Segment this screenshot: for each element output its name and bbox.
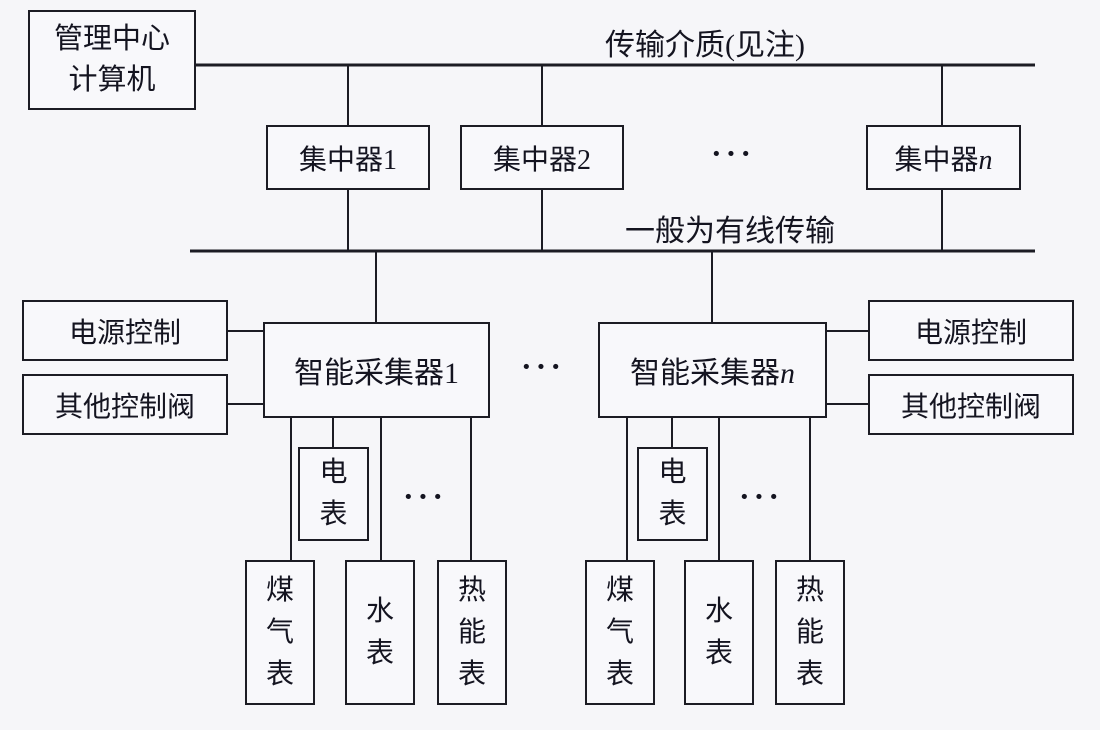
power-control-right-label: 电源控制 xyxy=(914,317,1027,349)
electric-meter-1-box: 电表 xyxy=(298,447,369,541)
heat-meter-2-label: 热能表 xyxy=(795,574,824,690)
concentrator-1-box: 集中器1 xyxy=(266,125,430,190)
electric-meter-1-label: 电表 xyxy=(319,457,348,530)
power-control-left-box: 电源控制 xyxy=(22,300,228,361)
concentrator-1-label: 集中器1 xyxy=(298,144,397,176)
other-valve-left-label: 其他控制阀 xyxy=(54,391,195,423)
other-valve-right-box: 其他控制阀 xyxy=(868,374,1074,435)
electric-meter-2-box: 电表 xyxy=(637,447,708,541)
water-meter-1-box: 水表 xyxy=(345,560,415,705)
collector-ellipsis: ··· xyxy=(520,348,565,384)
gas-meter-1-box: 煤气表 xyxy=(245,560,315,705)
management-center-label: 管理中心 计算机 xyxy=(53,23,170,96)
smart-collector-n-suffix: n xyxy=(780,357,795,390)
smart-collector-n-box: 智能采集器n xyxy=(598,322,827,418)
concentrator-n-label: 集中器n xyxy=(894,138,992,178)
power-control-left-label: 电源控制 xyxy=(68,317,181,349)
smart-collector-1-label: 智能采集器1 xyxy=(294,357,459,390)
other-valve-left-box: 其他控制阀 xyxy=(22,374,228,435)
heat-meter-1-box: 热能表 xyxy=(437,560,507,705)
smart-collector-n-prefix: 智能采集器 xyxy=(630,357,780,390)
other-valve-right-label: 其他控制阀 xyxy=(900,391,1041,423)
concentrator-n-prefix: 集中器 xyxy=(894,144,979,176)
gas-meter-1-label: 煤气表 xyxy=(265,574,294,690)
heat-meter-1-label: 热能表 xyxy=(457,574,486,690)
concentrator-ellipsis: ··· xyxy=(710,135,755,171)
transmission-medium-label: 传输介质(见注) xyxy=(605,29,805,62)
heat-meter-2-box: 热能表 xyxy=(775,560,845,705)
electric-meter-2-label: 电表 xyxy=(658,457,687,530)
management-center-box: 管理中心 计算机 xyxy=(28,10,196,110)
concentrator-2-box: 集中器2 xyxy=(460,125,624,190)
smart-collector-1-box: 智能采集器1 xyxy=(263,322,490,418)
water-meter-1-label: 水表 xyxy=(365,595,394,669)
gas-meter-2-box: 煤气表 xyxy=(585,560,655,705)
concentrator-2-label: 集中器2 xyxy=(492,144,591,176)
power-control-right-box: 电源控制 xyxy=(868,300,1074,361)
meter-ellipsis-1: ··· xyxy=(402,478,447,514)
concentrator-n-box: 集中器n xyxy=(866,125,1021,190)
smart-collector-n-label: 智能采集器n xyxy=(630,348,795,392)
meter-ellipsis-2: ··· xyxy=(738,478,783,514)
water-meter-2-box: 水表 xyxy=(684,560,754,705)
gas-meter-2-label: 煤气表 xyxy=(605,574,634,690)
wired-transmission-label: 一般为有线传输 xyxy=(625,215,835,248)
water-meter-2-label: 水表 xyxy=(704,595,733,669)
concentrator-n-suffix: n xyxy=(978,144,993,176)
